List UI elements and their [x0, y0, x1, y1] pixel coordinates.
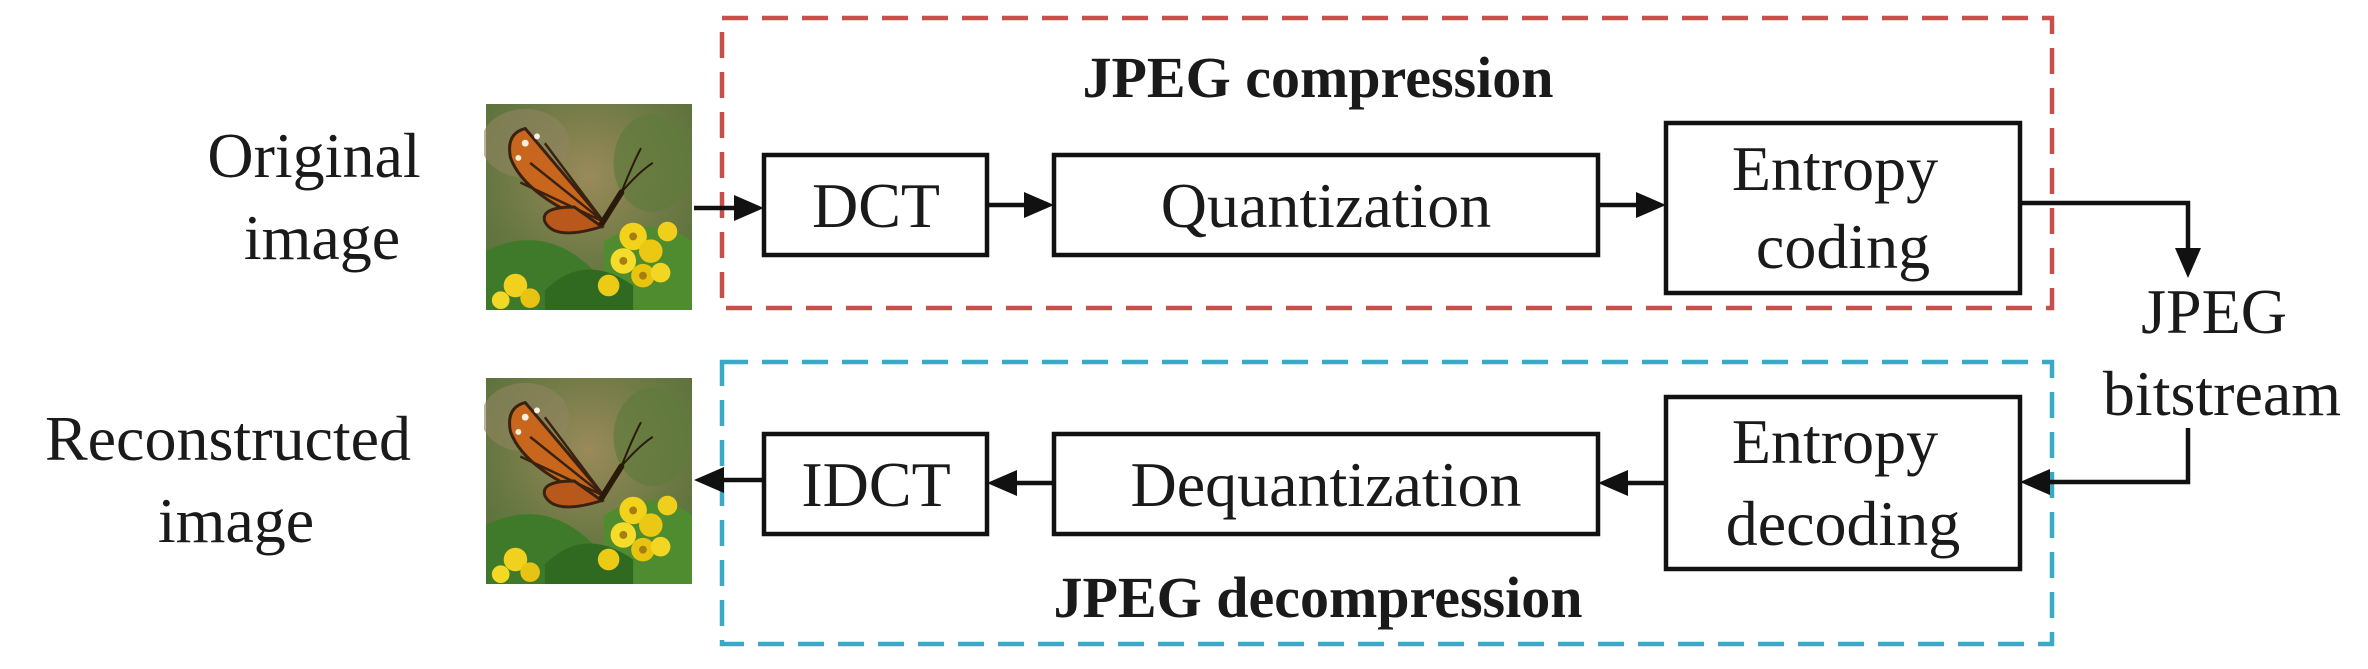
svg-text:IDCT: IDCT: [801, 449, 950, 520]
idct-block: IDCT: [761, 431, 990, 537]
arrow-entropy-coding-to-bitstream: [2020, 200, 2201, 278]
entropy-coding-block: Entropy coding: [1663, 120, 2023, 296]
arrow-head-icon: [2020, 469, 2050, 495]
arrow-entropy-decoding-to-dequantization: [1598, 470, 1666, 496]
arrow-head-icon: [1024, 192, 1054, 218]
arrow-head-icon: [987, 470, 1017, 496]
arrow-quantization-to-entropy-coding: [1598, 192, 1666, 218]
arrow-head-icon: [2175, 248, 2201, 278]
svg-text:Dequantization: Dequantization: [1131, 449, 1522, 520]
compression-group-frame: [719, 15, 2055, 311]
entropy-decoding-block: Entropy decoding: [1663, 394, 2023, 572]
arrow-dct-to-quantization: [987, 192, 1054, 218]
reconstructed-image: [481, 378, 692, 584]
arrow-idct-to-image: [694, 467, 764, 493]
reconstructed-image-label: Reconstructed image: [45, 403, 427, 556]
arrow-head-icon: [734, 195, 764, 221]
original-image-label: Original image: [207, 120, 436, 273]
decompression-group-frame: [719, 359, 2055, 647]
arrow-head-icon: [1598, 470, 1628, 496]
decompression-title: JPEG decompression: [1054, 565, 1583, 630]
dct-block: DCT: [761, 152, 990, 258]
jpeg-bitstream-label: JPEG bitstream: [2103, 276, 2341, 429]
arrow-bitstream-to-entropy-decoding: [2020, 428, 2191, 495]
svg-text:DCT: DCT: [812, 170, 940, 241]
svg-text:Quantization: Quantization: [1161, 170, 1492, 241]
svg-text:Entropy coding: Entropy coding: [1732, 133, 1954, 282]
original-image: [481, 104, 692, 310]
quantization-block: Quantization: [1051, 152, 1601, 258]
arrow-head-icon: [1636, 192, 1666, 218]
arrow-image-to-dct: [694, 195, 764, 221]
svg-text:Entropy decoding: Entropy decoding: [1726, 406, 1961, 559]
arrow-dequantization-to-idct: [987, 470, 1054, 496]
compression-title: JPEG compression: [1083, 45, 1554, 110]
dequantization-block: Dequantization: [1051, 431, 1601, 537]
arrow-head-icon: [694, 467, 724, 493]
